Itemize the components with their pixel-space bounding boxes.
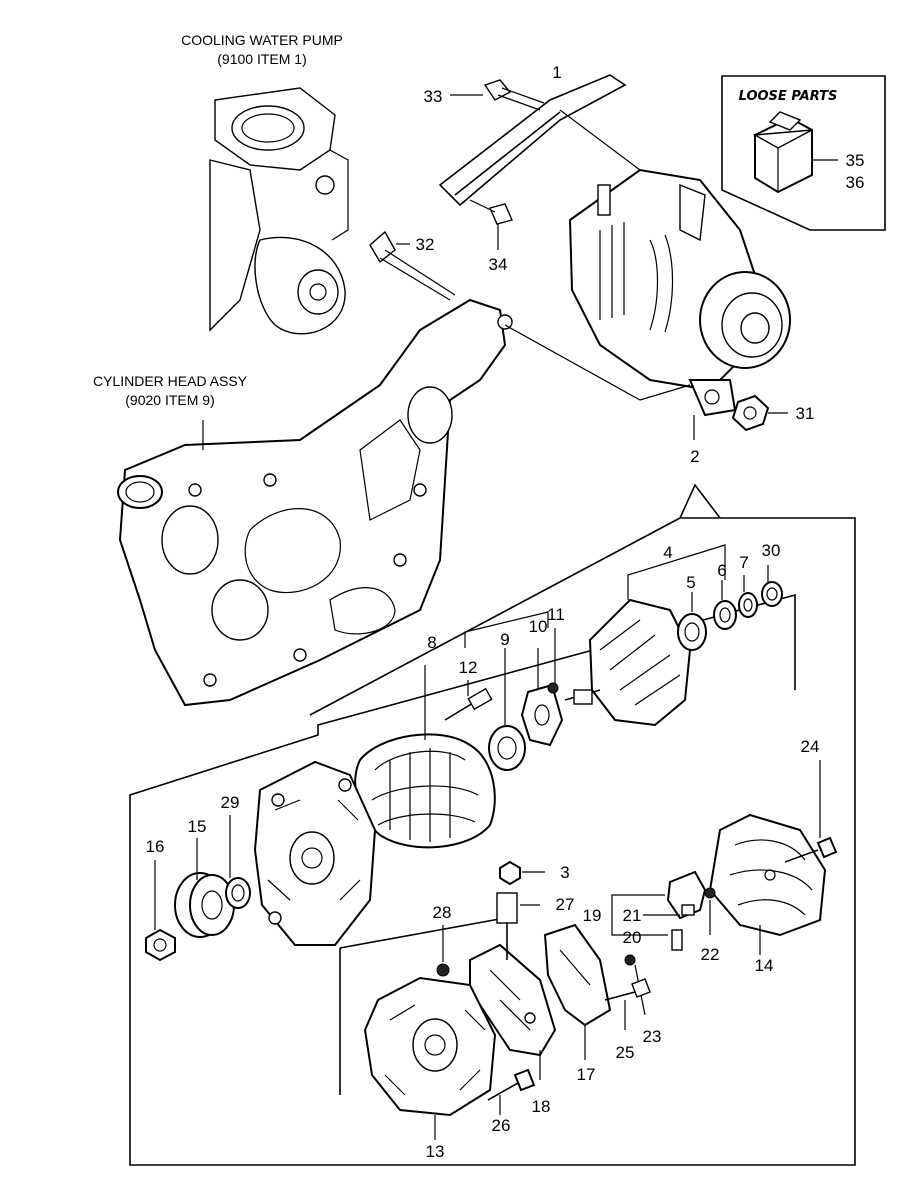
bolt-33 <box>450 79 545 111</box>
label-21: 21 <box>623 906 642 925</box>
washer-6 <box>713 600 737 630</box>
water-pump-caption-line2: (9100 ITEM 1) <box>217 51 306 67</box>
label-2: 2 <box>690 447 699 466</box>
bearing-5 <box>677 613 707 651</box>
bolt-25 <box>604 978 651 1030</box>
terminal-stud-27 <box>496 892 518 960</box>
label-8: 8 <box>427 633 436 652</box>
label-32: 32 <box>416 235 435 254</box>
screw-22 <box>704 887 716 899</box>
label-17: 17 <box>577 1065 596 1084</box>
bolt-24 <box>784 836 838 863</box>
label-22: 22 <box>701 945 720 964</box>
label-35: 35 <box>846 151 865 170</box>
nut-16 <box>145 928 176 962</box>
spring-20 <box>671 929 683 951</box>
label-4: 4 <box>663 543 672 562</box>
regulator-17 <box>543 923 612 1027</box>
label-33: 33 <box>424 87 443 106</box>
bolt-26 <box>487 1068 536 1101</box>
pulley-15 <box>174 872 235 938</box>
label-14: 14 <box>755 956 774 975</box>
label-5: 5 <box>686 573 695 592</box>
alternator-assembly <box>504 168 791 440</box>
label-11: 11 <box>547 605 565 624</box>
label-26: 26 <box>492 1116 511 1135</box>
nut-28 <box>436 963 450 977</box>
bearing-9 <box>488 725 526 771</box>
washer-7 <box>738 592 758 618</box>
stud-bolt-32 <box>369 230 456 301</box>
label-16: 16 <box>146 837 165 856</box>
label-31: 31 <box>796 404 815 423</box>
leader-rotor-group <box>627 544 726 600</box>
label-23: 23 <box>643 1027 662 1046</box>
rotor-4 <box>564 598 692 727</box>
label-12: 12 <box>459 658 478 677</box>
cylinder-head-caption-line2: (9020 ITEM 9) <box>125 392 214 408</box>
label-10: 10 <box>529 617 548 636</box>
rear-cover-14 <box>708 813 827 937</box>
nut-3 <box>499 860 521 886</box>
bolt-34 <box>469 199 513 250</box>
brush-21 <box>681 904 695 916</box>
label-6: 6 <box>717 561 726 580</box>
label-24: 24 <box>801 737 820 756</box>
label-36: 36 <box>846 173 865 192</box>
stud-12 <box>444 687 493 721</box>
label-3: 3 <box>560 863 569 882</box>
screw-11 <box>547 682 559 694</box>
label-18: 18 <box>532 1097 551 1116</box>
relay-loose-part <box>752 111 813 194</box>
nut-31 <box>731 394 788 432</box>
cooling-water-pump <box>209 87 349 335</box>
retainer-plate-10 <box>520 683 564 747</box>
label-7: 7 <box>739 553 748 572</box>
collar-29 <box>225 877 251 909</box>
label-9: 9 <box>500 630 509 649</box>
label-29: 29 <box>221 793 240 812</box>
cylinder-head-caption-line1: CYLINDER HEAD ASSY <box>93 373 248 389</box>
label-25: 25 <box>616 1043 635 1062</box>
leader-12-11-group <box>464 611 549 648</box>
stator-8 <box>354 733 496 849</box>
label-27: 27 <box>556 895 575 914</box>
label-15: 15 <box>188 817 207 836</box>
cylinder-head-assy <box>117 298 513 707</box>
v-belt <box>438 74 641 207</box>
label-28: 28 <box>433 903 452 922</box>
label-30: 30 <box>762 541 781 560</box>
label-34: 34 <box>489 255 508 274</box>
brush-holder-19 <box>666 870 707 920</box>
drive-end-frame <box>253 760 377 946</box>
washer-30 <box>761 581 783 607</box>
loose-parts-title: LOOSE PARTS <box>739 89 838 104</box>
loose-parts-box: LOOSE PARTS <box>721 75 886 231</box>
label-13: 13 <box>426 1142 445 1161</box>
label-20: 20 <box>623 928 642 947</box>
label-1: 1 <box>552 63 561 82</box>
rear-end-frame-13 <box>363 976 497 1117</box>
label-19: 19 <box>583 906 602 925</box>
water-pump-caption-line1: COOLING WATER PUMP <box>181 32 343 48</box>
